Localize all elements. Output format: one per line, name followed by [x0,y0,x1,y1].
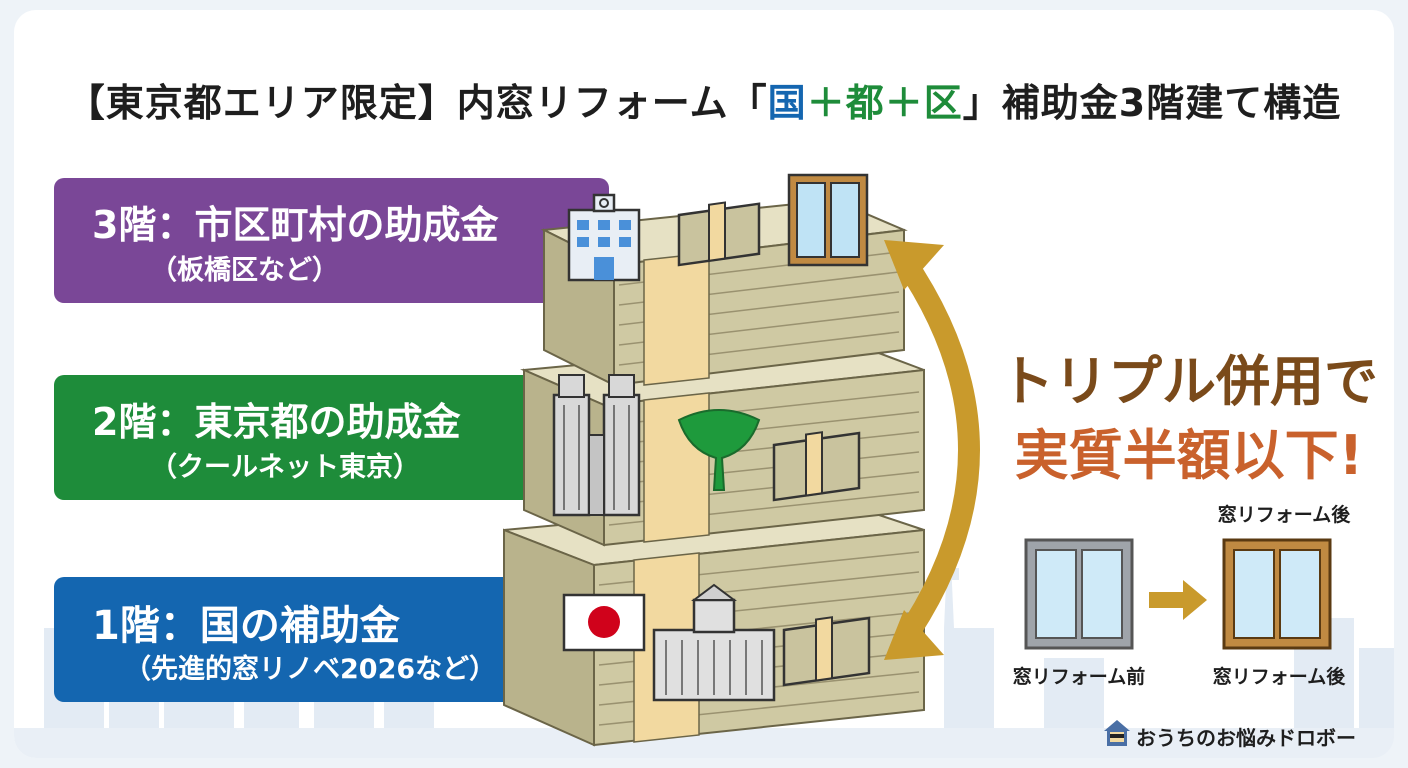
tokyo-metro-building-icon [552,374,641,517]
japan-flag-icon [562,593,646,652]
infographic-card: 【東京都エリア限定】内窓リフォーム「国＋都＋区」補助金3階建て構造 3階：市区町… [14,10,1394,758]
tier-3-main-text: 3階：市区町村の助成金 [92,203,499,247]
page-title: 【東京都エリア限定】内窓リフォーム「国＋都＋区」補助金3階建て構造 [14,72,1394,127]
tier-2-sub-text: （クールネット東京） [150,452,420,483]
title-ku: 区 [923,81,963,125]
tier-3-sub-text: （板橋区など） [150,255,339,286]
tier-1-sub-text: （先進的窓リノベ2026など） [124,654,497,685]
catch-copy-line-1: トリプル併用で [1000,350,1378,413]
money-bundle-icon [782,616,871,687]
money-bundle-icon [677,201,761,267]
window-before-icon [1024,538,1134,650]
title-kuni: 国 [767,81,807,125]
title-plus-1: ＋ [806,81,846,125]
tier-3-label: 3階：市区町村の助成金 （板橋区など） [54,178,609,303]
window-after-label: 窓リフォーム後 [1212,666,1346,688]
diet-building-icon [652,583,776,702]
title-plus-2: ＋ [884,81,924,125]
catch-copy-line-2: 実質半額以下! [1014,424,1364,487]
money-bundle-icon [772,431,861,502]
window-icon [787,173,869,267]
window-before-label: 窓リフォーム前 [1012,666,1146,688]
office-building-icon [567,193,641,282]
title-suffix: 」補助金3階建て構造 [962,81,1342,125]
window-after-icon [1222,538,1332,650]
ginkgo-leaf-icon [677,409,761,491]
money-stack-illustration [503,173,925,747]
brand-name: おうちのお悩みドロボー [1136,726,1356,750]
house-thief-icon [1104,720,1130,746]
tier-1-main-text: 1階：国の補助金 [92,603,400,649]
arrow-icon [1149,580,1207,620]
title-to: 都 [845,81,885,125]
window-after-top-label: 窓リフォーム後 [1217,504,1351,526]
tier-2-label: 2階：東京都の助成金 （クールネット東京） [54,375,609,500]
catch-copy: トリプル併用で 実質半額以下! [999,345,1379,493]
double-arrow-icon [884,240,980,660]
title-prefix: 【東京都エリア限定】内窓リフォーム「 [66,81,768,125]
brand-logo: おうちのお悩みドロボー [1102,718,1394,752]
tier-2-main-text: 2階：東京都の助成金 [92,400,461,444]
